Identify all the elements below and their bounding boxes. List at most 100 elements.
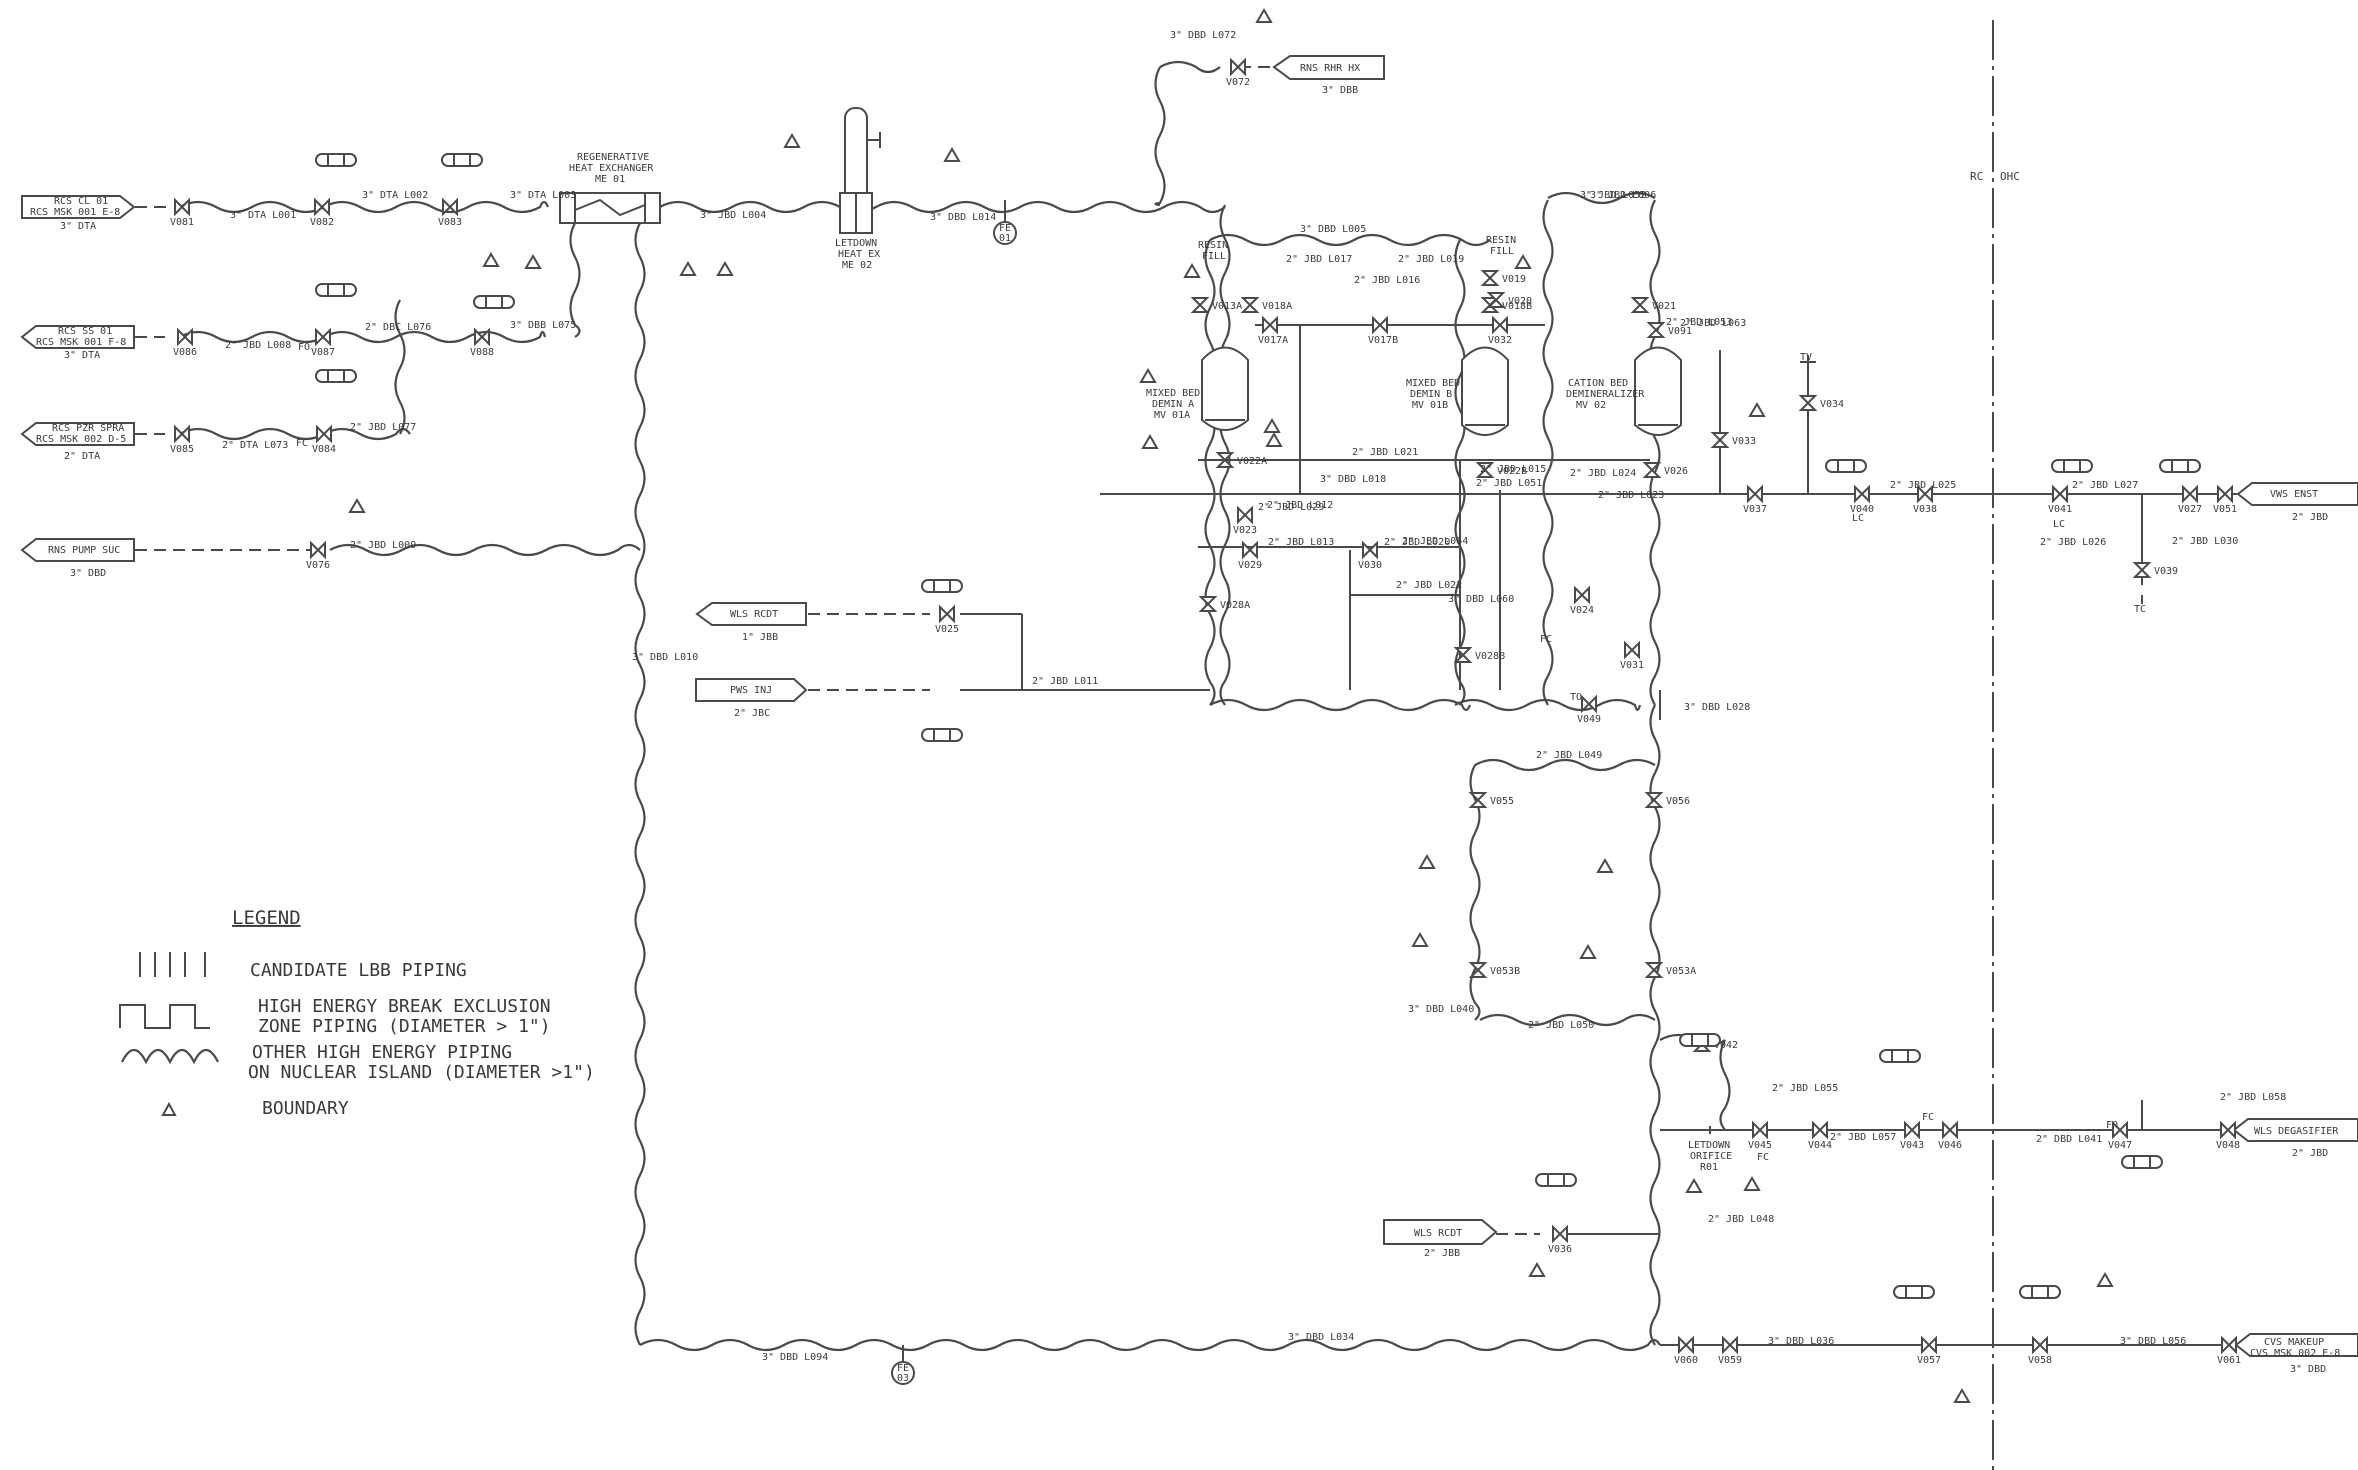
valve-v053a[interactable]: V053A [1644,962,1696,978]
offpage-cvs-makeup[interactable]: CVS MAKEUP CVS MSK 002 E-8 3" DBD [2234,1333,2358,1375]
valve-label: V059 [1718,1355,1742,1366]
cation-bed-demineralizer[interactable]: CATION BED DEMINERALIZER MV 02 [1566,346,1682,436]
valve-v043[interactable]: V043 [1900,1120,1924,1151]
line-label-l063: 2" JBD L063 [1680,318,1746,329]
valve-v017b[interactable]: V017B [1368,315,1398,346]
valve-v048[interactable]: V048 [2216,1120,2240,1151]
valve-v028b[interactable]: V028B [1453,647,1505,663]
letdown-heat-exchanger[interactable]: LETDOWN HEAT EX ME 02 [835,107,881,271]
valve-v020[interactable]: V020 [1486,292,1532,308]
offpage-rcs-pzr[interactable]: RCS PZR SPRA RCS MSK 002 D-5 2" DTA [20,422,135,462]
valve-v026[interactable]: V026 [1642,462,1688,478]
valve-v018a[interactable]: V018A [1240,297,1292,313]
valve-v055[interactable]: V055 [1468,792,1514,808]
valve-v046[interactable]: V046 [1938,1120,1962,1151]
offpage-wls-rcdt-2[interactable]: WLS RCDT 2" JBB [1383,1219,1498,1259]
valve-v025[interactable]: V025 [935,604,959,635]
valve-v084[interactable]: V084 [312,424,336,455]
offpage-label: RCS CL 01 [54,196,108,207]
valve-v072[interactable]: V072 [1226,57,1250,88]
operator-pill [2121,1155,2163,1169]
valve-v019[interactable]: V019 [1480,270,1526,286]
valve-v017a[interactable]: V017A [1258,315,1288,346]
valve-icon [1190,297,1210,313]
valve-v086[interactable]: V086 [173,327,197,358]
offpage-rns-pump[interactable]: RNS PUMP SUC 3" DBD [20,538,135,579]
valve-v021[interactable]: V021 [1630,297,1676,313]
valve-v024[interactable]: V024 [1570,585,1594,616]
valve-icon [1581,694,1597,714]
offpage-rns-hx[interactable]: RNS RHR HX 3" DBB [1272,55,1385,96]
high-energy-pipe-segment [1649,704,1661,1346]
letdown-orifice[interactable]: LETDOWN ORIFICE R01 [1688,1126,1732,1173]
offpage-size: 3" DTA [64,350,100,361]
valve-icon [1678,1335,1694,1355]
offpage-vws-ensnt[interactable]: VWS ENST 2" JBD [2236,482,2358,523]
valve-label: V031 [1620,660,1644,671]
mixed-bed-demin-a[interactable]: MIXED BED DEMIN A MV 01A [1146,346,1249,431]
valve-label: V017A [1258,335,1288,346]
valve-v032[interactable]: V032 [1488,315,1512,346]
offpage-ref: CVS MSK 002 E-8 [2250,1348,2340,1359]
valve-v022a[interactable]: V022A [1215,452,1267,468]
valve-v029[interactable]: V029 [1238,540,1262,571]
valve-v037[interactable]: V037 [1743,484,1767,515]
valve-v049[interactable]: V049 [1577,694,1601,725]
offpage-wls-degasifier[interactable]: WLS DEGASIFIER 2" JBD [2232,1118,2358,1159]
valve-v058[interactable]: V058 [2028,1335,2052,1366]
instrument-tc: TC [2134,604,2146,615]
valve-v028a[interactable]: V028A [1198,596,1250,612]
valve-v038[interactable]: V038 [1913,484,1937,515]
regenerative-heat-exchanger[interactable]: REGENERATIVE HEAT EXCHANGER ME 01 [559,152,661,224]
valve-v031[interactable]: V031 [1620,640,1644,671]
flow-element-01[interactable]: FE 01 [993,200,1017,245]
valve-v041[interactable]: V041 [2048,484,2072,515]
line-label-l040: 3" DBD L040 [1408,1004,1474,1015]
valve-v045[interactable]: V045 [1748,1120,1772,1151]
valve-v044[interactable]: V044 [1808,1120,1832,1151]
valve-v036[interactable]: V036 [1548,1224,1572,1255]
valve-v081[interactable]: V081 [170,197,194,228]
line-label-l024: 2" JBD L024 [1570,468,1636,479]
valve-icon [1710,432,1730,448]
valve-v085[interactable]: V085 [170,424,194,455]
valve-v053b[interactable]: V053B [1468,962,1520,978]
valve-v088[interactable]: V088 [470,327,494,358]
mixed-bed-demin-b[interactable]: MIXED BED DEMIN B MV 01B [1406,346,1509,436]
valve-icon [1468,962,1488,978]
valve-v061[interactable]: V061 [2217,1335,2241,1366]
offpage-rcs-ss[interactable]: RCS SS 01 RCS MSK 001 F-8 3" DTA [20,325,135,361]
valve-label: V072 [1226,77,1250,88]
offpage-rcs-cl[interactable]: RCS CL 01 RCS MSK 001 E-8 3" DTA [21,195,136,232]
valve-v047[interactable]: V047 [2108,1120,2132,1151]
valve-v023[interactable]: V023 [1233,505,1257,536]
flow-element-03[interactable]: FE 03 [891,1345,915,1385]
valve-v087[interactable]: V087 [311,327,335,358]
valve-v040[interactable]: V040 [1850,484,1874,515]
valve-v039[interactable]: V039 [2132,562,2178,578]
valve-v022b[interactable]: V022B [1475,462,1527,478]
valve-v059[interactable]: V059 [1718,1335,1742,1366]
valve-v030[interactable]: V030 [1358,540,1382,571]
line-label-l012: 2" JBD L012 [1267,500,1333,511]
valve-v056[interactable]: V056 [1644,792,1690,808]
line-label-l030: 2" JBD L030 [2172,536,2238,547]
offpage-wls-rcdt-1[interactable]: WLS RCDT 1" JBB [695,602,807,643]
valve-v033[interactable]: V033 [1710,432,1756,448]
valve-label: V076 [306,560,330,571]
valve-v034[interactable]: V034 [1798,395,1844,411]
valve-v076[interactable]: V076 [306,540,330,571]
valve-label: V044 [1808,1140,1832,1151]
equipment-label: LETDOWN [835,238,877,249]
valve-v057[interactable]: V057 [1917,1335,1941,1366]
valve-v060[interactable]: V060 [1674,1335,1698,1366]
offpage-pws-inj[interactable]: PWS INJ 2" JBC [695,678,808,719]
valve-v051[interactable]: V051 [2213,484,2237,515]
valve-v082[interactable]: V082 [310,197,334,228]
valve-v013a[interactable]: V013A [1190,297,1242,313]
valve-v027[interactable]: V027 [2178,484,2202,515]
valve-v091[interactable]: V091 [1646,322,1692,338]
equipment-label: DEMIN B [1410,389,1452,400]
resin-fill-label: RESIN [1486,235,1516,246]
valve-v083[interactable]: V083 [438,197,462,228]
